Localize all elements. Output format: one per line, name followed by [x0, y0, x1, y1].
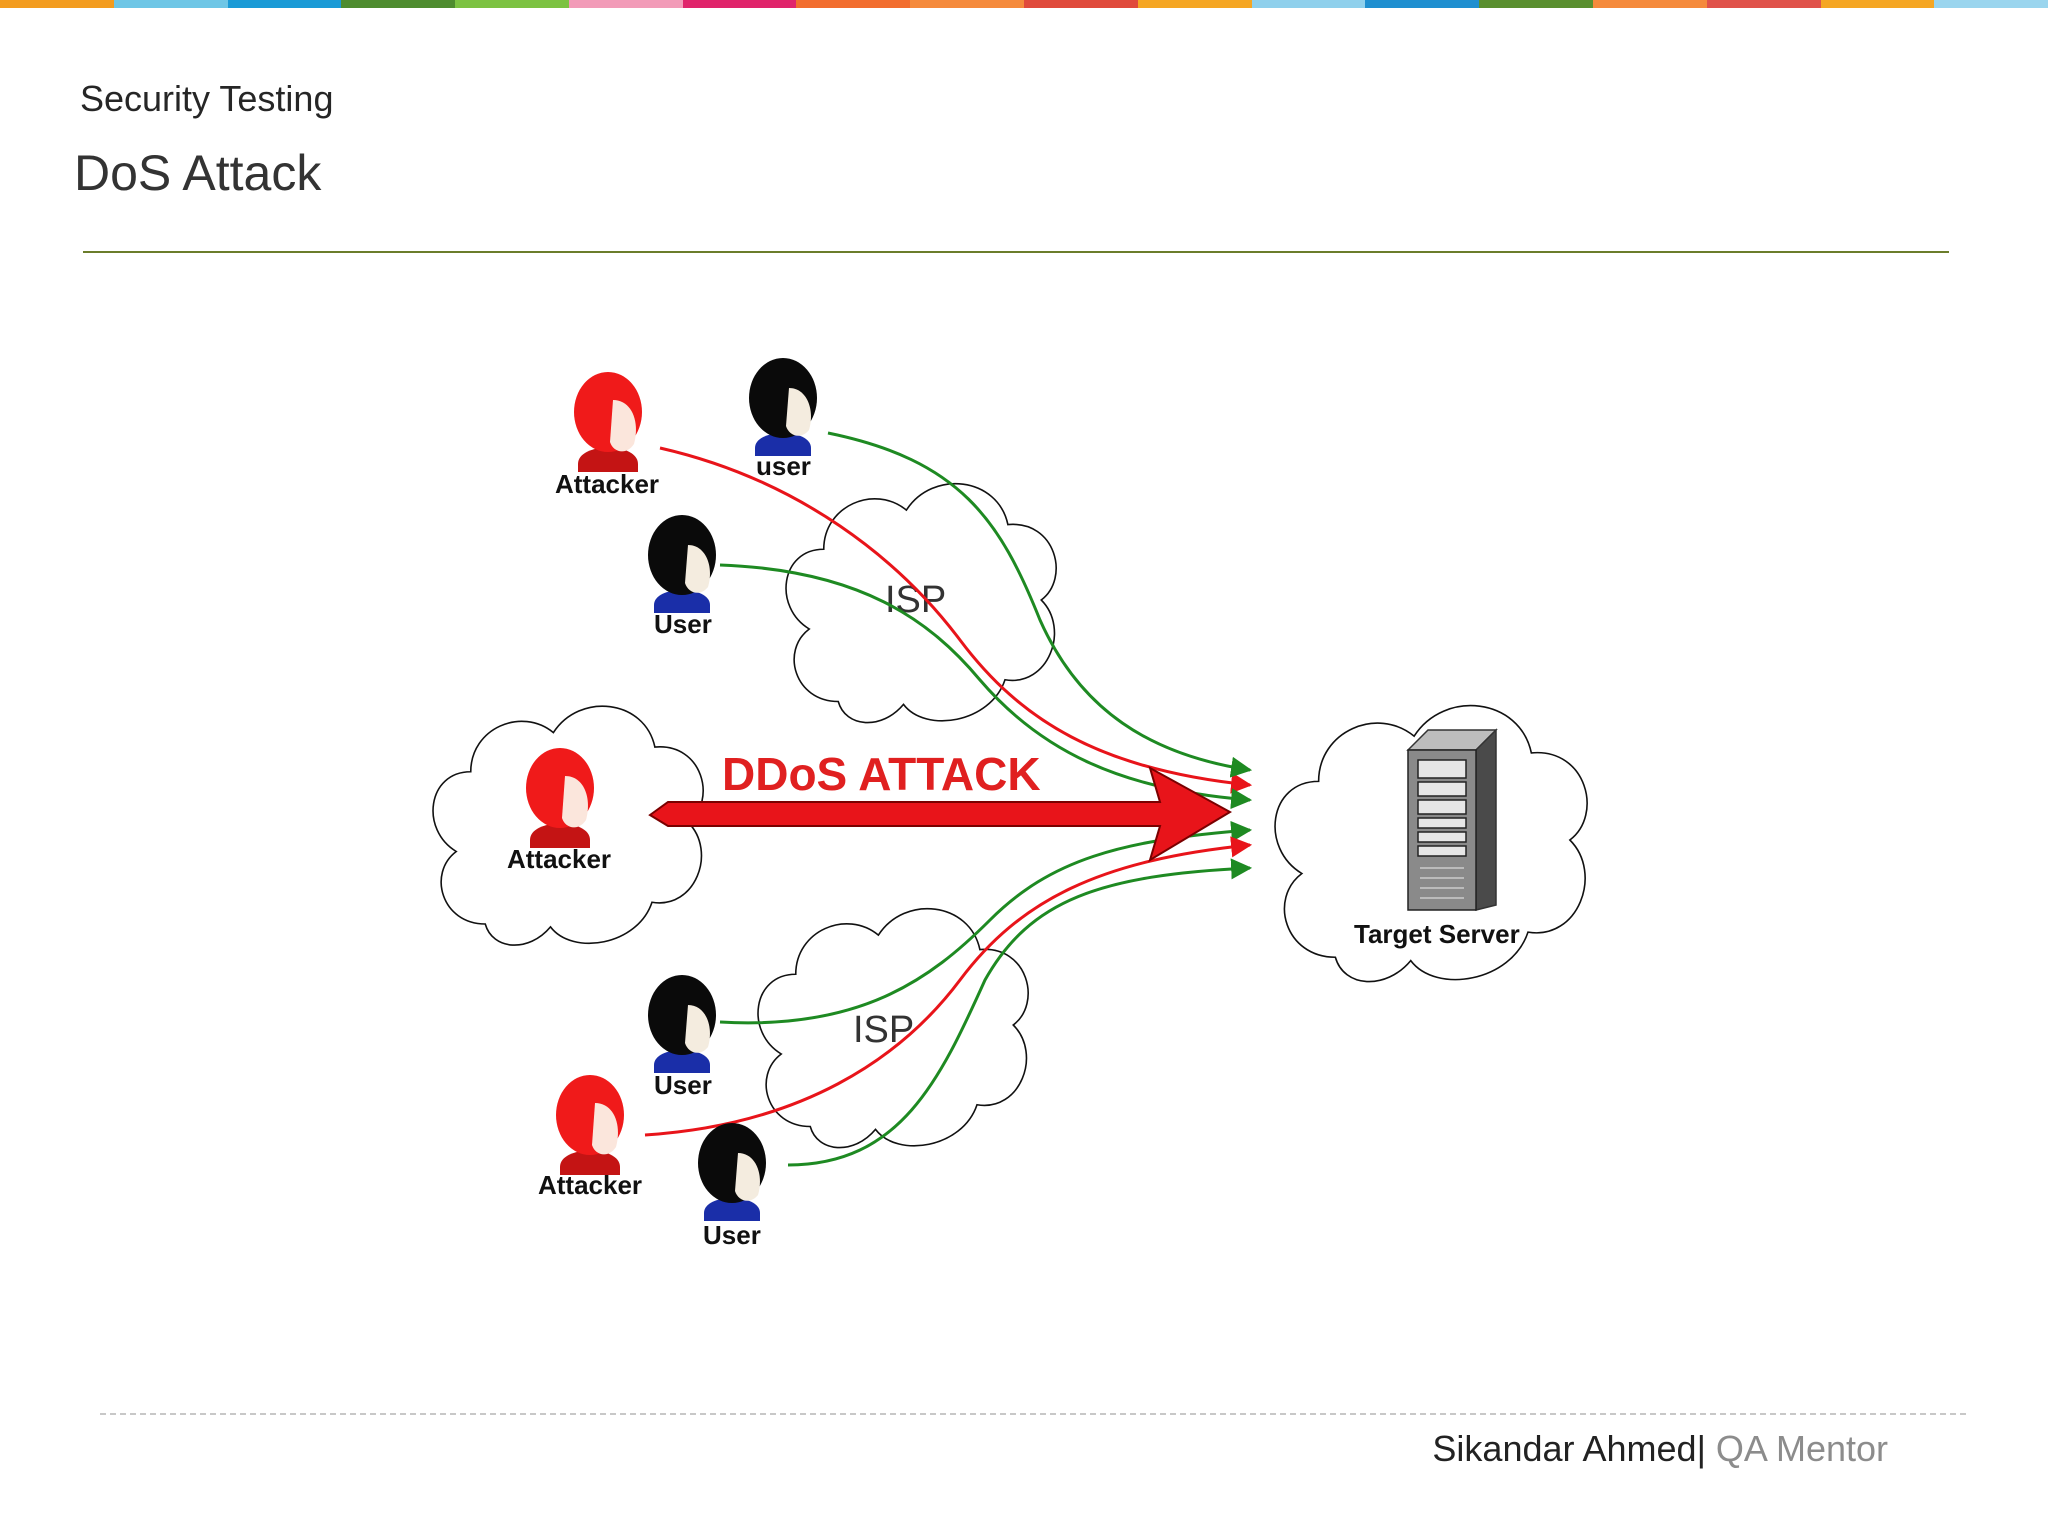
isp-label-top: ISP — [885, 579, 946, 621]
top-color-bar — [0, 0, 2048, 8]
top-color-segment — [1706, 0, 1821, 8]
user-icon-lower-middle — [648, 975, 716, 1073]
server-icon — [1406, 728, 1498, 911]
footer-credit: Sikandar Ahmed| QA Mentor — [1432, 1428, 1888, 1470]
section-supertitle: Security Testing — [80, 78, 334, 119]
user-label-upper-middle: User — [654, 609, 712, 639]
user-icon-upper-middle — [648, 515, 716, 613]
page-title: DoS Attack — [74, 145, 322, 201]
top-color-segment — [1592, 0, 1707, 8]
legit-path-user-lower — [719, 820, 1253, 1025]
title-divider — [83, 251, 1949, 253]
top-color-segment — [0, 0, 114, 8]
attacker-label-top: Attacker — [555, 469, 659, 499]
target-server-label: Target Server — [1354, 919, 1520, 949]
attacker-icon-bottom — [556, 1075, 624, 1175]
top-color-segment — [682, 0, 797, 8]
top-color-segment — [568, 0, 683, 8]
footer-author: Sikandar Ahmed| — [1432, 1428, 1706, 1469]
ddos-attack-label: DDoS ATTACK — [722, 748, 1041, 800]
top-color-segment — [1365, 0, 1480, 8]
top-color-segment — [1479, 0, 1593, 8]
user-label-bottom: User — [703, 1220, 761, 1250]
top-color-segment — [1820, 0, 1935, 8]
attacker-label-middle: Attacker — [507, 844, 611, 874]
top-color-segment — [455, 0, 569, 8]
attacker-label-bottom: Attacker — [538, 1170, 642, 1200]
user-label-top: user — [756, 451, 811, 481]
attack-path-bottom — [644, 836, 1253, 1137]
top-color-segment — [227, 0, 342, 8]
top-color-segment — [113, 0, 228, 8]
user-icon-bottom — [698, 1123, 766, 1221]
attack-path-top — [659, 446, 1253, 794]
top-color-segment — [796, 0, 911, 8]
top-color-segment — [910, 0, 1025, 8]
legit-path-user-mid — [719, 563, 1253, 810]
footer-brand: QA Mentor — [1705, 1428, 1888, 1469]
user-icon-top — [749, 358, 817, 456]
attacker-icon-top — [574, 372, 642, 472]
attacker-icon-middle — [526, 748, 594, 848]
legit-path-user-top — [827, 431, 1253, 778]
isp-label-bottom: ISP — [853, 1009, 914, 1051]
footer-divider — [100, 1413, 1966, 1415]
legit-path-user-bottom — [787, 858, 1253, 1167]
top-color-segment — [1137, 0, 1252, 8]
ddos-attack-arrow — [648, 765, 1233, 863]
user-label-lower-middle: User — [654, 1070, 712, 1100]
top-color-segment — [1934, 0, 2048, 8]
top-color-segment — [341, 0, 456, 8]
top-color-segment — [1251, 0, 1366, 8]
top-color-segment — [1024, 0, 1138, 8]
